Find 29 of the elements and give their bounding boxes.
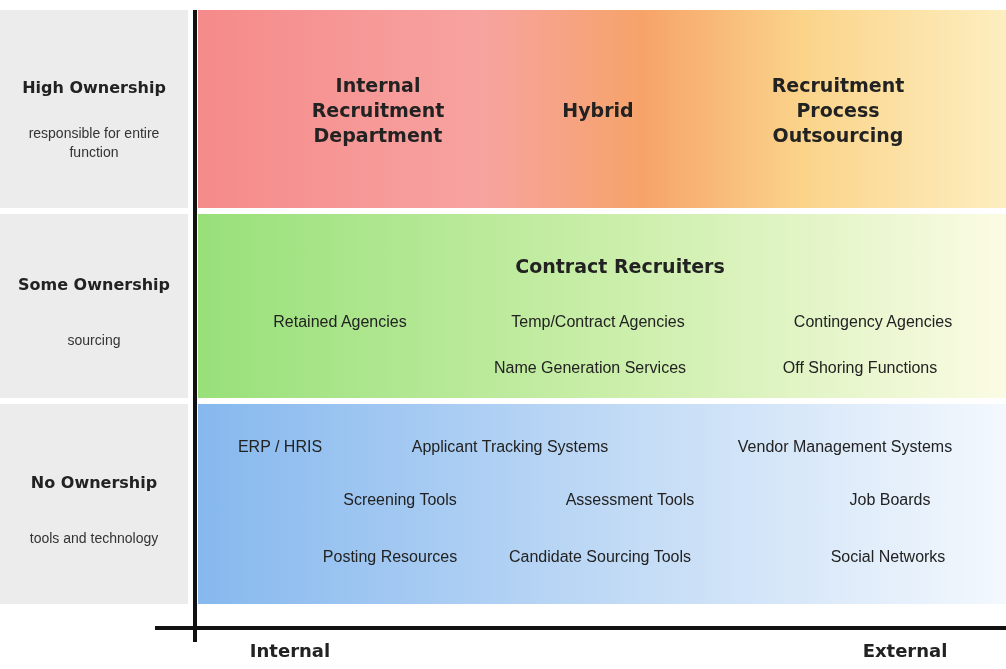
category-heading: Internal Recruitment Department [310,72,446,148]
matrix-band [198,214,1006,398]
category-item: Posting Resources [322,548,458,566]
category-item: Job Boards [849,491,931,509]
category-heading: Hybrid [561,97,635,123]
category-item: Vendor Management Systems [737,438,953,456]
category-item: Retained Agencies [273,313,407,331]
category-heading: Contract Recruiters [515,253,725,279]
matrix-band [198,404,1006,604]
category-item: Social Networks [830,548,946,566]
category-heading: Recruitment Process Outsourcing [770,72,906,148]
category-item: Applicant Tracking Systems [411,438,609,456]
row-title: No Ownership [29,471,159,493]
row-title: High Ownership [21,76,167,98]
row-description: tools and technology [28,528,160,548]
category-item: Name Generation Services [493,359,687,377]
category-item: Temp/Contract Agencies [511,313,685,331]
axis-label: External [862,639,948,661]
category-item: Screening Tools [343,491,457,509]
category-item: Candidate Sourcing Tools [509,548,691,566]
category-item: Contingency Agencies [793,313,953,331]
category-item: Off Shoring Functions [782,359,938,377]
row-description: responsible for entire function [27,124,161,162]
axis-label: Internal [249,639,331,661]
matrix-band [198,10,1006,208]
row-title: Some Ownership [17,273,171,295]
category-item: ERP / HRIS [237,438,323,456]
row-description: sourcing [66,330,122,350]
category-item: Assessment Tools [565,491,695,509]
